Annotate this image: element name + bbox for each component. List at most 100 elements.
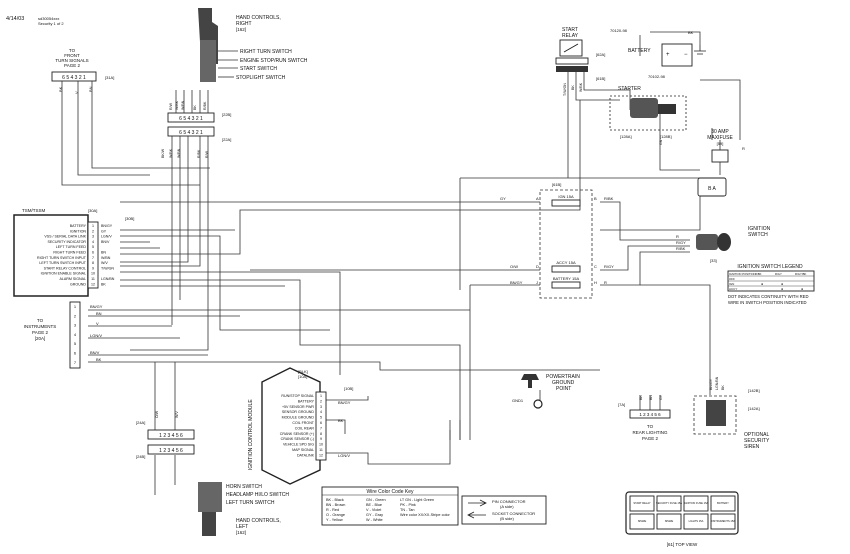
wire-r-bk xyxy=(600,201,690,241)
top-view-cell-7 xyxy=(710,513,736,530)
connector-22a-ref: [22A] xyxy=(222,137,231,142)
ignition-key-icon xyxy=(717,233,731,251)
tsm-pin-7: 7 xyxy=(92,256,94,260)
ecm-wire-1: BN/GY xyxy=(338,400,351,405)
color-key-c1-2: R - Red xyxy=(326,508,339,512)
tsm-pin-11: 11 xyxy=(91,277,95,281)
ground-line2: GROUND xyxy=(552,380,575,386)
stoplight-switch-label: STOPLIGHT SWITCH xyxy=(236,75,286,81)
color-key-c2-4: W - White xyxy=(366,518,383,522)
ecm-pin-6: 6 xyxy=(320,421,322,425)
tsm-housing xyxy=(13,214,89,297)
rear-connector-box xyxy=(629,409,671,419)
connector-22a-pins: 6 5 4 3 2 1 xyxy=(179,130,203,136)
battery-part2: 70102-98 xyxy=(648,74,666,79)
wire-ecm-2 xyxy=(320,419,346,434)
left-handle-icon xyxy=(202,512,216,536)
color-key-title: Wire Color Code Key xyxy=(367,489,414,495)
color-key-c1-1: BN - Brown xyxy=(326,503,345,507)
start-relay-plug xyxy=(556,66,588,72)
ground-bolt-shaft xyxy=(528,380,532,388)
start-relay-ref2: [61B] xyxy=(596,76,605,81)
rh-wire-2: W/BK xyxy=(175,100,179,110)
ecm-housing xyxy=(261,367,321,485)
legend-note-2: WIRE IN SWITCH POSITION INDICATED xyxy=(728,300,807,305)
fuse-pin-c: C xyxy=(594,264,597,269)
battery: 70120-98 BATTERY + − 70102-98 BK xyxy=(610,28,706,79)
ecm-title: IGNITION CONTROL MODULE xyxy=(248,399,254,470)
connector-22b-pins: 6 5 4 3 2 1 xyxy=(179,116,203,122)
lh-wire-2: W/V xyxy=(175,411,179,418)
tsm-label-2: IGNITION xyxy=(70,229,86,233)
wire-front-bk xyxy=(61,81,200,186)
fuse-battery-icon xyxy=(551,281,581,289)
relay-wire-1: T/W/GN xyxy=(563,83,567,96)
maxifuse-wire-r: R xyxy=(742,146,745,151)
rh-wire-1: R/W xyxy=(169,102,173,110)
start-switch-label: START SWITCH xyxy=(240,66,277,72)
fuse-pin-d: D xyxy=(536,264,539,269)
right-hand-title-1: HAND CONTROLS, xyxy=(236,15,281,21)
ecm-label-1: RUN/STOP SIGNAL xyxy=(281,394,314,398)
ignition-title-2: SWITCH xyxy=(748,232,768,238)
fuse-ign-label: IGN 15A xyxy=(558,194,574,199)
top-view-cell-label-0: START RELAY xyxy=(633,501,651,505)
fuse-ign-icon xyxy=(551,199,581,207)
front-signals-box xyxy=(51,71,97,82)
left-switch-housing xyxy=(198,482,222,512)
tsm-ref2: [30B] xyxy=(125,216,134,221)
rh-lower-wire-4: R/BK xyxy=(197,149,201,158)
relay-wire-2: BK xyxy=(571,85,575,90)
ecm-label-9: CRANK SENSOR (-) xyxy=(281,437,314,441)
fuse-pin-h: H xyxy=(594,280,597,285)
maxifuse-line1: 30 AMP xyxy=(711,129,729,135)
legend-col-3: R/GY/BK xyxy=(795,272,806,276)
wire-tsm-start xyxy=(120,100,581,255)
rh-lower-wire-1: BK/W xyxy=(161,148,165,158)
starter-solenoid-icon xyxy=(658,104,676,114)
top-view-cell-label-5: SPARE xyxy=(665,519,674,523)
start-relay-ref: [62A] xyxy=(596,52,605,57)
tsm-label-11: ALARM SIGNAL xyxy=(59,277,86,281)
top-view-cell-label-4: SPARE xyxy=(638,519,647,523)
fuse-wire-r: R xyxy=(604,280,607,285)
engine-stop-run-label: ENGINE STOP/RUN SWITCH xyxy=(240,58,308,64)
ecm-pin-1: 1 xyxy=(320,394,322,398)
legend-col-2: R/GY xyxy=(775,272,782,276)
inst-wire-2: BN xyxy=(96,311,102,316)
battery-part1: 70120-98 xyxy=(610,28,628,33)
top-view-cell-3 xyxy=(710,495,736,512)
starter-motor-icon xyxy=(630,98,658,118)
fuse-block-outline xyxy=(539,189,593,299)
instruments-line4: [20A] xyxy=(35,336,46,341)
start-relay-line1: START xyxy=(562,27,578,33)
pin-arrow-icon xyxy=(468,499,487,507)
siren-wire-3: BK xyxy=(721,385,725,390)
code-text: sd30054xxx xyxy=(38,16,59,21)
tsm-label-8: LEFT TURN SWITCH INPUT xyxy=(39,261,86,265)
ignition-control-module: IGNITION CONTROL MODULE [BLK] [10A] [10B… xyxy=(248,367,353,485)
ecm-pin-8: 8 xyxy=(320,432,322,436)
socket-connector-1: SOCKET CONNECTOR xyxy=(492,511,535,516)
tsm-pin-6: 6 xyxy=(92,251,94,255)
wire-front-v xyxy=(77,81,150,176)
tsm-wire-3: LGN/V xyxy=(101,235,112,239)
ignition-wire-rgy: R/GY xyxy=(676,240,686,245)
connector-24b-pins: 1 2 3 4 5 6 xyxy=(159,448,183,454)
wire-gn xyxy=(659,110,700,171)
siren-wire-1: BN/GY xyxy=(709,378,713,390)
start-relay-socket xyxy=(555,57,589,65)
ecm-pin-10: 10 xyxy=(319,443,323,447)
rear-line2: REAR LIGHTING xyxy=(632,430,668,435)
left-hand-title-1: HAND CONTROLS, xyxy=(236,518,281,524)
color-key-c2-2: V - Violet xyxy=(366,508,382,512)
tsm-label-5: LEFT TURN FEED xyxy=(56,245,87,249)
starter: STARTER [128A] [128B] xyxy=(609,86,687,139)
siren-body-icon xyxy=(706,400,726,426)
tsm-label-1: BATTERY xyxy=(70,224,87,228)
instruments-pin-4: 4 xyxy=(74,332,77,337)
